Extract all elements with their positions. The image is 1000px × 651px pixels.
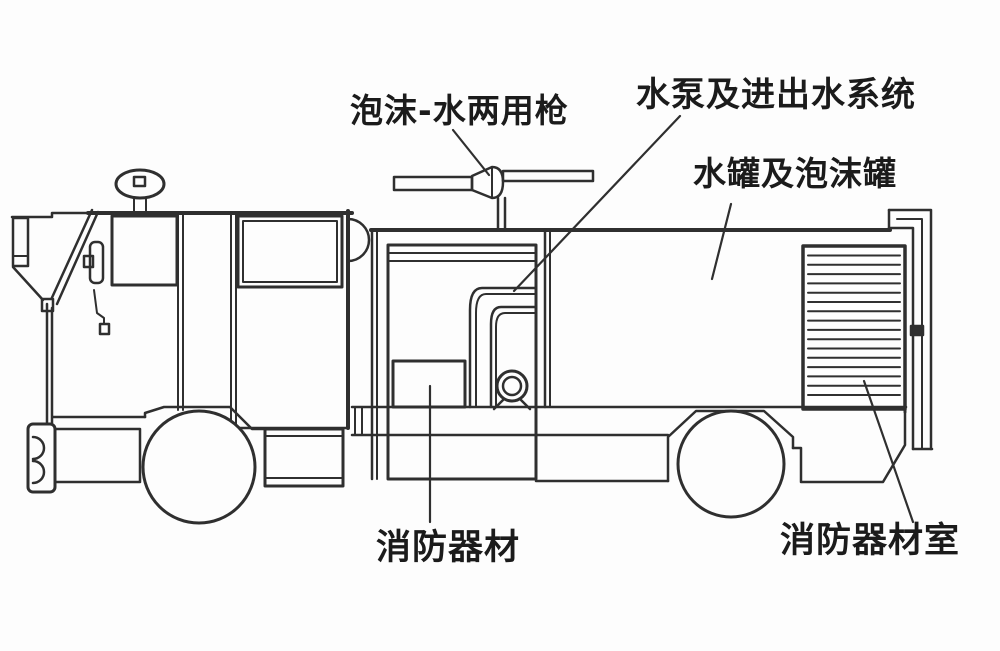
front-bumper [26,422,57,494]
bumper-lamp [31,435,46,461]
label-pump-system: 水泵及进出水系统 [636,75,916,115]
label-water-foam-tank: 水罐及泡沫罐 [693,154,897,193]
pump-compartment [369,228,892,481]
grab-handle [88,240,105,285]
bumper-lamp [31,459,46,485]
shutter-frame [801,244,907,411]
mirror-arm [93,289,105,325]
front-window [11,216,30,268]
leader-water-foam-tank [710,202,733,281]
pump-port [495,369,529,403]
front-wheel [141,409,257,525]
mirror [98,322,111,336]
monitor-right-barrel [501,169,595,183]
beacon-light [114,168,166,200]
label-fire-equipment: 消防器材 [376,528,521,568]
windshield [48,208,94,304]
leader-equipment-compartment [862,379,915,524]
pump-pipe [468,286,538,409]
rear-skirt [791,410,907,484]
label-equipment-compartment: 消防器材室 [780,521,961,561]
leader-lines [428,114,915,524]
cab-rear-bump [346,217,371,263]
monitor-left-barrel [392,175,474,192]
side-window [110,214,179,287]
front-skirt [53,427,142,484]
leader-pump-system [512,114,682,293]
pump-bay [386,243,538,481]
foam-water-monitor [392,165,595,232]
label-foam-water-gun: 泡沫-水两用枪 [350,91,569,130]
cab [10,168,371,494]
chassis [350,405,908,484]
leader-foam-water-gun [451,128,491,177]
roller-shutter [801,244,907,411]
rear-handrail [887,208,934,451]
cab-step-box [263,427,345,488]
door-window [236,214,344,289]
front-wheel-arch [143,405,267,431]
rear-wheel [676,409,786,519]
mirror-mount [82,254,95,269]
rail-bracket [909,324,925,337]
